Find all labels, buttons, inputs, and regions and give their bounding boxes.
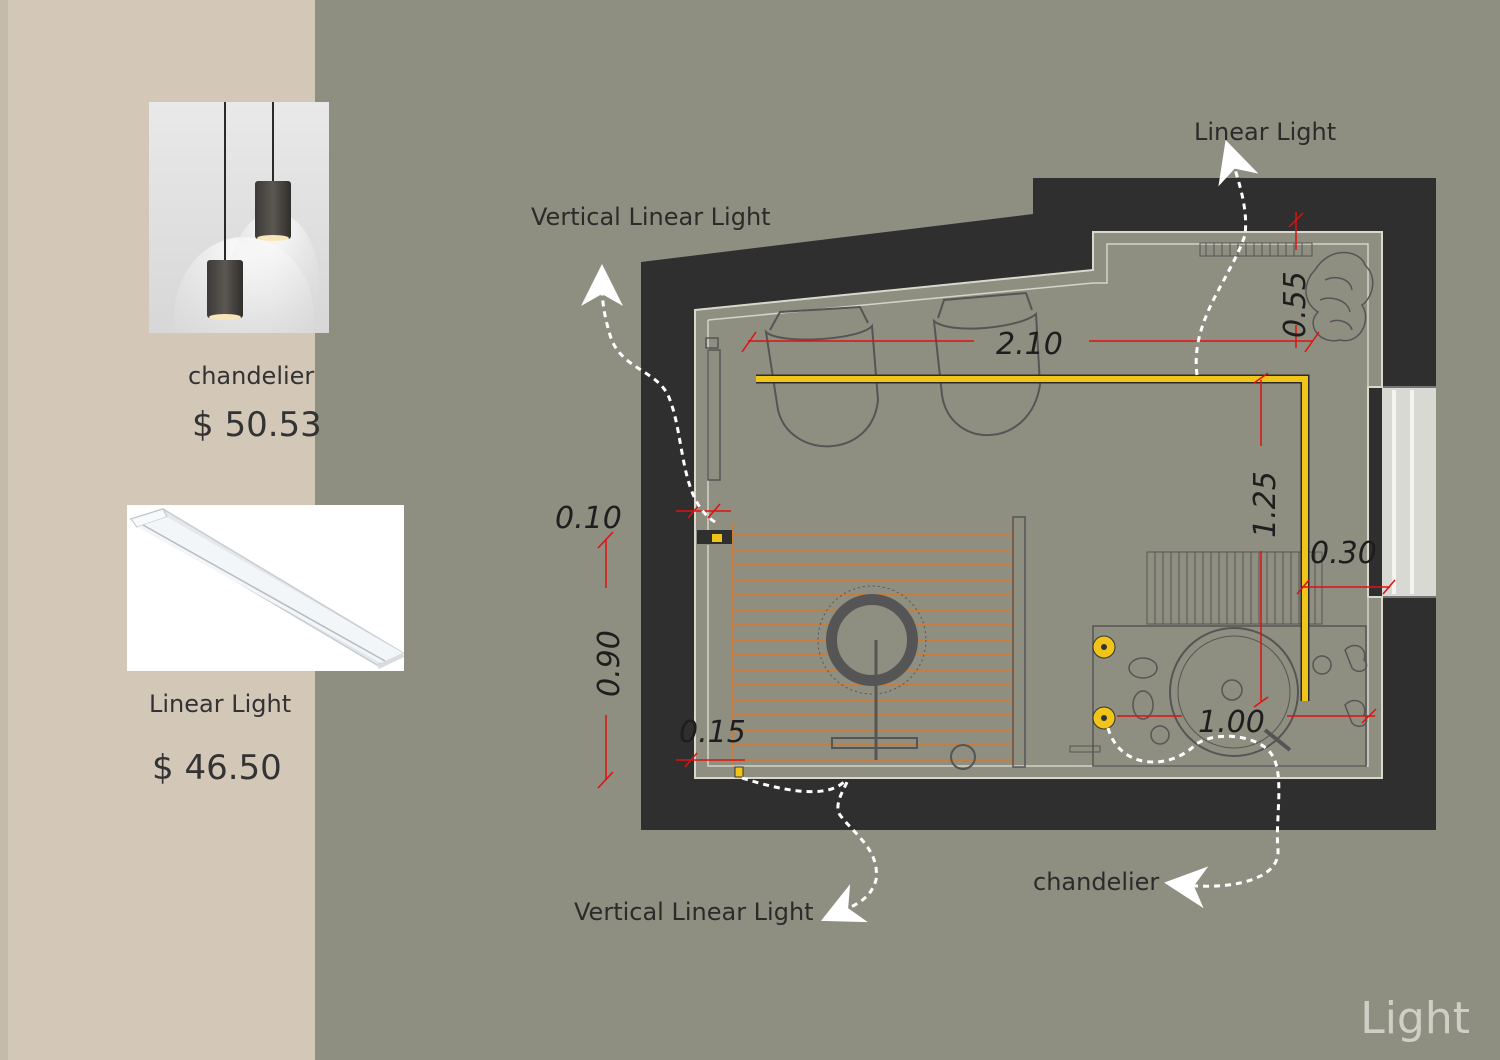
vertical-linear-light bbox=[734, 766, 744, 778]
linear-light-icon bbox=[129, 508, 404, 669]
product-price-linear-light: $ 46.50 bbox=[152, 748, 282, 788]
product-name-linear-light: Linear Light bbox=[149, 690, 292, 718]
plant-decor bbox=[1305, 251, 1374, 342]
round-table bbox=[817, 585, 976, 770]
label-chandelier: chandelier bbox=[1033, 868, 1160, 896]
armchair-1 bbox=[764, 305, 880, 448]
chandelier-marker-1 bbox=[1092, 635, 1116, 659]
label-linear-light: Linear Light bbox=[1194, 118, 1337, 146]
leader-arrows bbox=[581, 139, 1281, 923]
page-title: Light bbox=[1360, 993, 1470, 1044]
product-price-chandelier: $ 50.53 bbox=[192, 405, 322, 445]
desk bbox=[1092, 625, 1367, 767]
dimension-0-90: 0.90 bbox=[592, 630, 627, 697]
pendant-lamp-photo bbox=[149, 102, 329, 333]
armchair-2 bbox=[932, 291, 1042, 437]
dimension-0-10: 0.10 bbox=[555, 501, 622, 536]
dimension-0-15: 0.15 bbox=[679, 715, 746, 750]
dimension-0-30: 0.30 bbox=[1310, 536, 1377, 571]
pendant-lamp-icon bbox=[174, 102, 319, 333]
dimension-1-00: 1.00 bbox=[1198, 705, 1265, 740]
linear-light-photo bbox=[127, 505, 404, 671]
chandelier-marker-2 bbox=[1092, 706, 1116, 730]
label-vertical-linear-light-bottom: Vertical Linear Light bbox=[574, 898, 814, 926]
product-name-chandelier: chandelier bbox=[188, 362, 315, 390]
dimension-1-25: 1.25 bbox=[1248, 471, 1283, 538]
dimension-2-10: 2.10 bbox=[996, 327, 1063, 362]
dimension-0-55: 0.55 bbox=[1278, 271, 1313, 338]
label-vertical-linear-light-top: Vertical Linear Light bbox=[531, 203, 771, 231]
window bbox=[1382, 387, 1436, 597]
